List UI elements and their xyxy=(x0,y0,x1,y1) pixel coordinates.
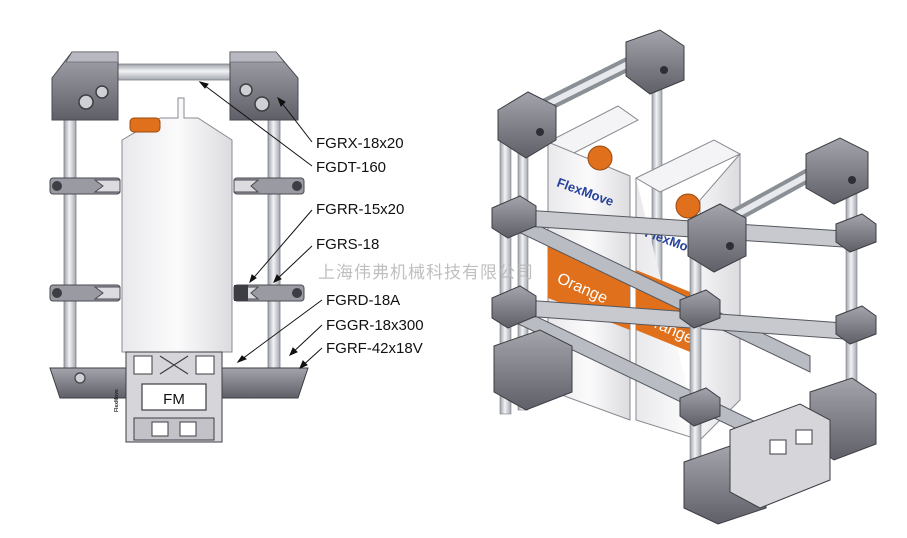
iso-view: FlexMove FlexMove Orange Orange xyxy=(491,29,877,525)
iso-bracket-front-left xyxy=(687,203,747,273)
cap xyxy=(129,117,161,133)
rod-left xyxy=(63,99,77,373)
callout-fgrd: FGRD-18A xyxy=(326,292,401,309)
fm-label: FM xyxy=(163,391,185,408)
fm-module xyxy=(125,351,223,443)
leader-lines xyxy=(198,81,323,369)
front-view: FM FlexMove xyxy=(49,51,323,443)
callout-fgrx: FGRX-18x20 xyxy=(316,135,404,152)
top-rail xyxy=(111,63,235,81)
leader-fgdt xyxy=(199,81,313,167)
clip-upper-right xyxy=(233,177,305,195)
clip-lower-left xyxy=(49,284,121,302)
side-brand-label: FlexMove xyxy=(114,389,120,412)
iso-base-blocks xyxy=(493,329,877,525)
iso-rail-clips xyxy=(491,195,877,427)
leader-fgrr xyxy=(249,209,313,283)
carton-front xyxy=(121,97,233,353)
watermark-text: 上海伟弗机械科技有限公司 xyxy=(318,263,534,283)
iso-bracket-front-right xyxy=(805,137,869,205)
top-right-bracket xyxy=(229,51,299,121)
callout-fgrf: FGRF-42x18V xyxy=(326,340,423,357)
iso-bracket-back-left xyxy=(497,91,557,159)
top-left-bracket xyxy=(51,51,119,121)
clip-upper-left xyxy=(49,177,121,195)
leader-fgrd xyxy=(237,299,323,363)
leader-fgrx xyxy=(277,97,313,143)
iso-bracket-back-right xyxy=(625,29,685,95)
clip-lower-right xyxy=(233,284,305,302)
callout-fgdt: FGDT-160 xyxy=(316,159,387,176)
callout-fgrs: FGRS-18 xyxy=(316,236,380,253)
callout-fggr: FGGR-18x300 xyxy=(326,317,424,334)
iso-front-rod-far xyxy=(845,167,858,409)
leader-fgrs xyxy=(273,245,313,283)
callout-fgrr: FGRR-15x20 xyxy=(316,201,405,218)
